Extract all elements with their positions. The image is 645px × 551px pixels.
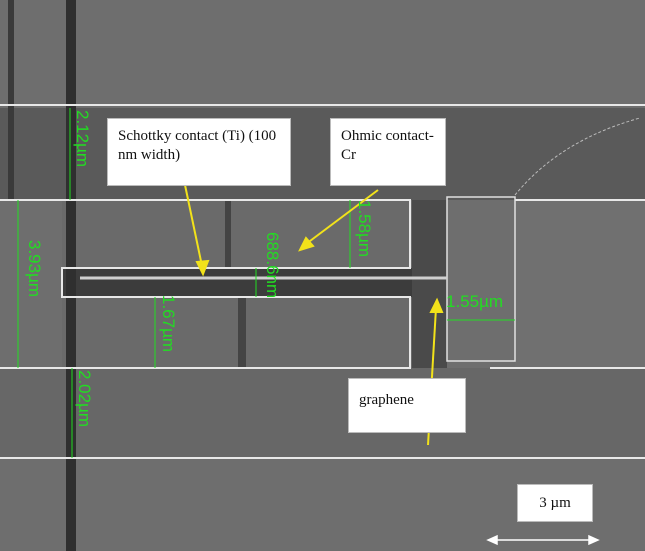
graphene-label: graphene xyxy=(348,378,466,433)
dark-stripe xyxy=(66,0,76,551)
channel xyxy=(62,268,447,297)
schottky-contact-label: Schottky contact (Ti) (100 nm width) xyxy=(107,118,291,186)
measurement-bottom-gap: 2.02µm xyxy=(75,370,94,428)
measurement-pad-width: 1.55µm xyxy=(446,292,504,311)
arrow-head xyxy=(429,297,444,313)
arrow-head xyxy=(195,259,210,277)
measurement-upper-finger: 1.58µm xyxy=(355,200,374,258)
scale-bar-arrow xyxy=(486,534,600,546)
measurement-top-gap: 2.12µm xyxy=(73,110,92,168)
scale-bar-label: 3 µm xyxy=(517,484,593,522)
arrow-head xyxy=(298,236,315,252)
upper-gap-region xyxy=(0,108,645,200)
electrode-edges xyxy=(0,104,645,459)
measurement-channel-width: 688.6nm xyxy=(263,232,282,299)
lower-electrode xyxy=(62,297,412,368)
measurement-total-width: 3.93µm xyxy=(25,240,44,298)
ohmic-contact-label: Ohmic contact-Cr xyxy=(330,118,446,186)
measurement-lower-finger: 1.67µm xyxy=(159,295,178,353)
annotation-arrows xyxy=(184,184,444,446)
upper-electrode xyxy=(62,200,412,268)
